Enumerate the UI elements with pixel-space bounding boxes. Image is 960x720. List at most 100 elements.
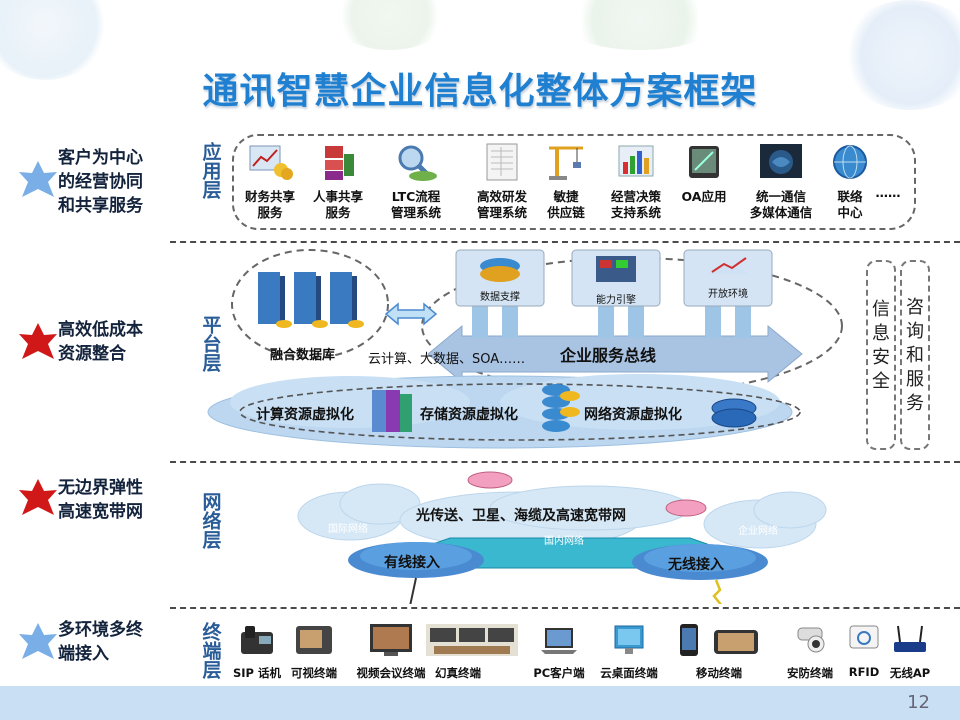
app-line: 支持系统: [610, 205, 661, 220]
wired-access-label: 有线接入: [384, 555, 440, 571]
network-diagram: [297, 471, 827, 604]
star-icon-terminal: [19, 623, 57, 659]
info-security-box: 信 息 安 全: [866, 260, 896, 450]
app-finance[interactable]: 财务共享服务: [232, 142, 308, 221]
consulting-char: 询: [906, 321, 924, 342]
layer-label-platform: 平台层: [198, 315, 222, 377]
flower-decoration-topmid: [330, 0, 450, 50]
double-arrow: [384, 302, 438, 326]
app-line: 多媒体通信: [749, 205, 813, 220]
app-line: 财务共享: [244, 189, 295, 204]
terminal-wireless-ap[interactable]: 无线AP: [884, 622, 936, 681]
consulting-char: 务: [906, 393, 924, 414]
app-oa[interactable]: OA应用: [666, 142, 742, 205]
security-camera-icon: [797, 627, 825, 653]
terminal-cloud-desktop[interactable]: 云桌面终端: [594, 622, 664, 681]
terminal-video-conference[interactable]: 视频会议终端: [350, 622, 432, 681]
side-line: 客户为中心: [58, 148, 143, 168]
app-line: LTC流程: [391, 189, 441, 204]
side-line: 端接入: [58, 644, 109, 664]
consulting-char: 和: [906, 345, 924, 366]
terminal-video-phone[interactable]: 可视终端: [284, 622, 344, 681]
info-security-char: 信: [872, 299, 890, 320]
side-line: 多环境多终: [58, 620, 143, 640]
cloud-tech-label: 云计算、大数据、SOA……: [368, 352, 526, 367]
terminal-label: 安防终端: [787, 666, 833, 680]
server-icon: [258, 272, 364, 328]
terminal-rfid[interactable]: RFID: [840, 622, 888, 679]
app-contact-center[interactable]: 联络中心: [812, 142, 888, 221]
app-line: 经营决策: [610, 189, 661, 204]
virt-network-label: 网络资源虚拟化: [584, 407, 682, 423]
terminal-telepresence[interactable]: 幻真终端: [422, 622, 522, 681]
app-hr[interactable]: 人事共享服务: [300, 142, 376, 221]
app-line: ……: [875, 185, 901, 200]
side-line: 和共享服务: [58, 196, 143, 216]
info-security-char: 安: [872, 347, 890, 368]
app-more: ……: [866, 185, 910, 201]
side-line: 无边界弹性: [58, 478, 143, 498]
tablet-pen-icon: [689, 146, 719, 178]
terminal-label: PC客户端: [533, 666, 585, 680]
database-ellipse: [231, 249, 389, 359]
layer-text: 应用层: [199, 142, 222, 199]
divider-platform-network: [170, 461, 960, 463]
layer-label-network: 网络层: [198, 492, 222, 554]
app-line: 供应链: [547, 205, 585, 220]
terminal-label: 视频会议终端: [356, 666, 426, 680]
cloud-desktop-icon: [614, 625, 644, 654]
side-line: 高效低成本: [58, 320, 143, 340]
consulting-box: 咨 询 和 服 务: [900, 260, 930, 450]
app-ltc[interactable]: LTC流程管理系统: [378, 142, 454, 221]
module-label-engine: 能力引擎: [596, 295, 636, 306]
flower-decoration-right: [840, 0, 960, 110]
app-line: 敏捷: [553, 189, 579, 204]
consulting-char: 咨: [906, 297, 924, 318]
crane-icon: [549, 146, 583, 180]
virtualization-dashed: [239, 383, 801, 441]
bus-label: 企业服务总线: [560, 346, 657, 365]
virt-storage-label: 存储资源虚拟化: [420, 407, 518, 423]
video-conference-icon: [370, 624, 412, 656]
app-line: 服务: [325, 205, 351, 220]
cloud-label-enterprise: 企业网络: [738, 526, 778, 537]
app-line: 联络: [837, 189, 863, 204]
module-box-open: [683, 249, 773, 307]
globe-night-icon: [760, 144, 802, 178]
app-uc[interactable]: 统一通信多媒体通信: [740, 142, 822, 221]
terminal-security[interactable]: 安防终端: [780, 622, 840, 681]
terminal-label: 幻真终端: [435, 666, 481, 680]
network-core-label: 光传送、卫星、海缆及高速宽带网: [416, 508, 626, 524]
app-layer-box: [232, 134, 916, 230]
cloud-label-domestic: 国内网络: [544, 536, 584, 547]
video-phone-icon: [296, 626, 332, 654]
terminal-label: RFID: [848, 665, 880, 679]
app-line: 统一通信: [755, 189, 806, 204]
app-line: 高效研发: [476, 189, 527, 204]
platform-diagram: [207, 249, 843, 449]
desk-phone-icon: [241, 626, 273, 654]
flower-decoration-topright: [560, 0, 720, 50]
magnifier-chart-icon: [398, 145, 437, 181]
wireless-router-icon: [894, 625, 926, 652]
terminal-label: 云桌面终端: [600, 666, 658, 680]
cloud-label-intl: 国际网络: [328, 524, 368, 535]
side-label-customer: 客户为中心 的经营协同 和共享服务: [58, 146, 188, 218]
divider-app-platform: [170, 241, 960, 243]
info-security-char: 全: [872, 371, 890, 392]
terminal-label: SIP 话机: [233, 666, 281, 680]
app-rd[interactable]: 高效研发管理系统: [464, 142, 540, 221]
app-line: 中心: [837, 205, 863, 220]
app-supply-chain[interactable]: 敏捷供应链: [528, 142, 604, 221]
page-title: 通讯智慧企业信息化整体方案框架: [202, 71, 758, 112]
terminal-pc-client[interactable]: PC客户端: [526, 622, 592, 681]
module-label-data: 数据支撑: [480, 292, 520, 303]
app-line: 服务: [257, 205, 283, 220]
terminal-mobile[interactable]: 移动终端: [664, 622, 774, 681]
star-icon-network: [19, 479, 57, 515]
finance-chart-icon: [249, 145, 293, 180]
virt-compute-label: 计算资源虚拟化: [256, 407, 354, 423]
terminal-sip-phone[interactable]: SIP 话机: [228, 622, 286, 681]
app-decision[interactable]: 经营决策支持系统: [598, 142, 674, 221]
consulting-char: 服: [906, 369, 924, 390]
